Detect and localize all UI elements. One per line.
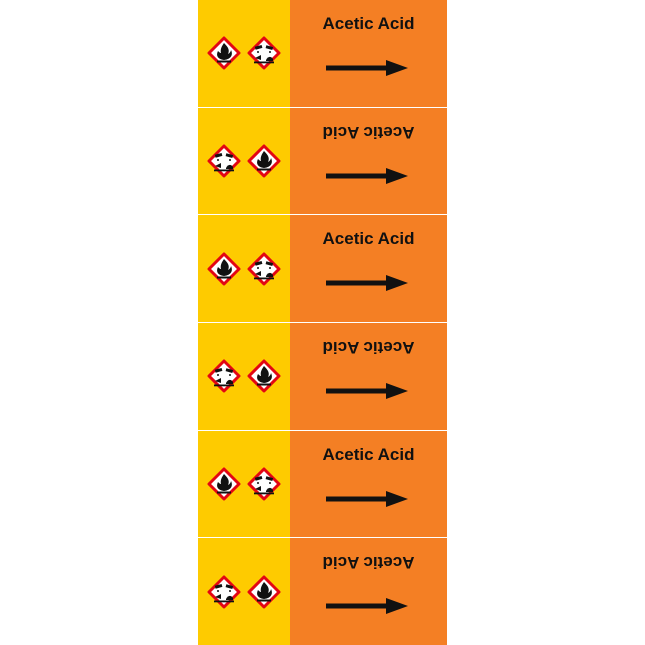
name-panel: Acetic Acid	[290, 430, 447, 538]
flow-arrow-icon	[326, 383, 408, 400]
hazard-panel	[198, 323, 290, 430]
substance-name: Acetic Acid	[322, 14, 415, 33]
ghs-pictogram-1	[207, 575, 241, 609]
pipe-label-3: Acetic Acid	[198, 215, 447, 324]
flow-arrow-icon	[326, 60, 408, 76]
ghs-pictogram-2	[247, 252, 281, 286]
corrosion-icon	[247, 467, 281, 501]
name-panel: Acetic Acid	[290, 0, 447, 107]
flame-icon	[207, 252, 241, 286]
ghs-pictogram-2	[247, 575, 281, 609]
name-panel: Acetic Acid	[290, 107, 447, 215]
name-panel: Acetic Acid	[290, 538, 447, 645]
corrosion-icon	[207, 575, 241, 609]
pipe-label-1: Acetic Acid	[198, 0, 447, 108]
name-panel: Acetic Acid	[290, 323, 447, 430]
corrosion-icon	[207, 144, 241, 178]
ghs-pictogram-2	[247, 467, 281, 501]
corrosion-icon	[247, 36, 281, 70]
pipe-label-4: Acetic Acid	[198, 323, 447, 431]
ghs-pictogram-2	[247, 144, 281, 178]
substance-name: Acetic Acid	[322, 122, 415, 142]
name-panel: Acetic Acid	[290, 215, 447, 323]
substance-name: Acetic Acid	[322, 444, 415, 464]
pipe-label-6: Acetic Acid	[198, 538, 447, 645]
ghs-pictogram-1	[207, 36, 241, 70]
flame-icon	[207, 36, 241, 70]
flame-icon	[247, 144, 281, 178]
corrosion-icon	[207, 359, 241, 393]
flow-arrow-icon	[326, 167, 408, 184]
flame-icon	[207, 467, 241, 501]
hazard-panel	[198, 0, 290, 107]
flame-icon	[247, 359, 281, 393]
corrosion-icon	[247, 252, 281, 286]
ghs-pictogram-1	[207, 467, 241, 501]
hazard-panel	[198, 107, 290, 215]
hazard-panel	[198, 538, 290, 645]
substance-name: Acetic Acid	[322, 338, 415, 358]
ghs-pictogram-2	[247, 359, 281, 393]
ghs-pictogram-1	[207, 359, 241, 393]
flame-icon	[247, 575, 281, 609]
pipe-marker-sheet: Acetic Acid Acetic Acid Acetic Acid Acet…	[198, 0, 447, 645]
flow-arrow-icon	[326, 598, 408, 615]
substance-name: Acetic Acid	[322, 553, 415, 573]
pipe-label-5: Acetic Acid	[198, 430, 447, 539]
ghs-pictogram-1	[207, 144, 241, 178]
hazard-panel	[198, 430, 290, 538]
ghs-pictogram-2	[247, 36, 281, 70]
pipe-label-2: Acetic Acid	[198, 107, 447, 216]
flow-arrow-icon	[326, 490, 408, 507]
ghs-pictogram-1	[207, 252, 241, 286]
hazard-panel	[198, 215, 290, 323]
flow-arrow-icon	[326, 275, 408, 292]
substance-name: Acetic Acid	[322, 229, 415, 249]
